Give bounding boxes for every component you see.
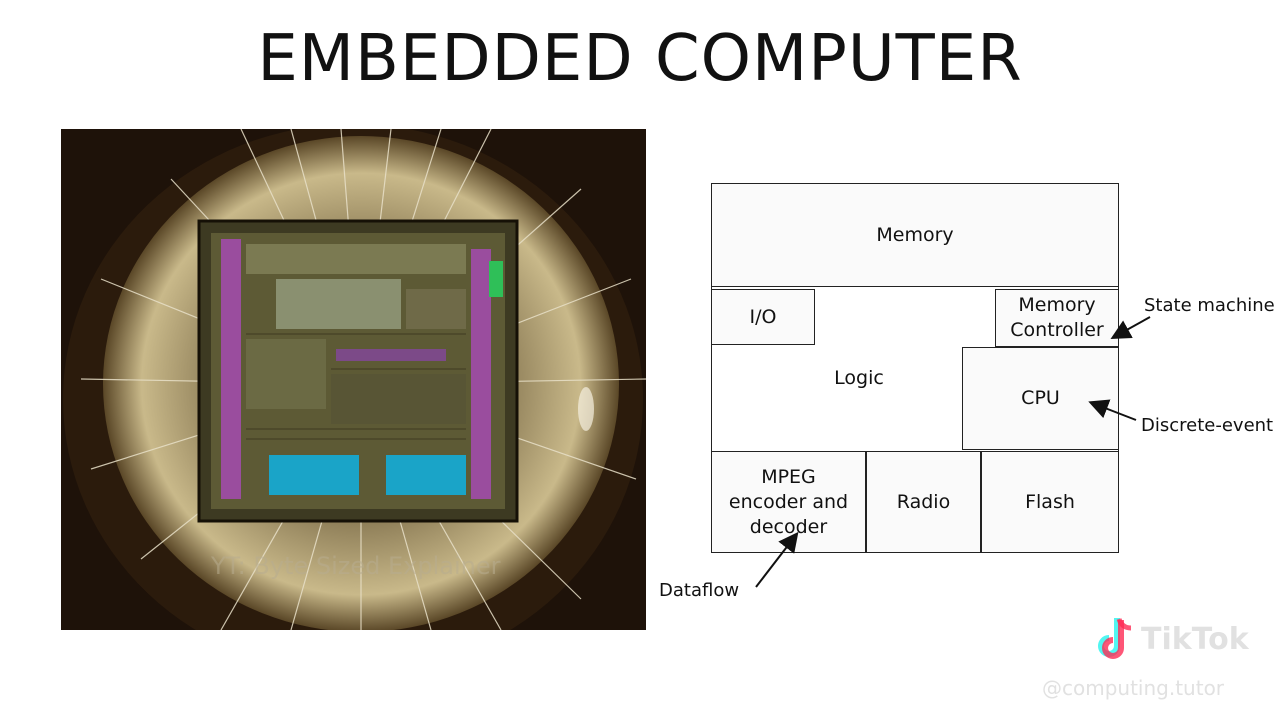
discrete-event-label: Discrete-event <box>1141 415 1274 436</box>
io-block: I/O <box>711 289 815 345</box>
radio-label: Radio <box>896 490 951 513</box>
logic-label: Logic <box>834 366 884 389</box>
embedded-system-block-diagram: Memory I/O Memory Controller Logic CPU M… <box>659 175 1280 605</box>
tiktok-brand: TikTok <box>1141 621 1249 657</box>
mpeg-label-2: encoder and <box>728 490 849 513</box>
creator-handle: @computing.tutor <box>1042 676 1225 700</box>
memory-controller-label-2: Controller <box>1010 319 1104 341</box>
io-label: I/O <box>749 305 777 328</box>
dataflow-label: Dataflow <box>659 580 740 601</box>
tiktok-watermark: TikTok <box>1095 614 1249 664</box>
memory-controller-block: Memory Controller <box>995 289 1119 347</box>
annotation-arrows <box>755 316 1151 588</box>
mpeg-label-3: decoder <box>749 515 828 538</box>
logic-region-frame <box>711 287 1119 452</box>
discrete-event-arrow <box>1088 399 1137 421</box>
tiktok-note-icon <box>1098 618 1132 659</box>
memory-label: Memory <box>876 223 954 246</box>
flash-label: Flash <box>1025 490 1075 513</box>
cpu-label: CPU <box>1021 387 1060 409</box>
chip-die-illustration: YT: Byte Sized Explainer <box>61 129 646 630</box>
logic-block: Logic <box>711 345 963 451</box>
photo-watermark: YT: Byte Sized Explainer <box>210 552 501 580</box>
cpu-block: CPU <box>962 347 1119 450</box>
page-title: EMBEDDED COMPUTER <box>257 22 1023 96</box>
radio-block: Radio <box>866 451 981 553</box>
flash-block: Flash <box>981 451 1119 553</box>
memory-block: Memory <box>711 183 1119 287</box>
mpeg-label-1: MPEG <box>761 465 816 488</box>
memory-controller-label-1: Memory <box>1018 294 1096 316</box>
state-machine-arrow <box>1110 316 1151 339</box>
state-machine-label: State machine <box>1144 295 1275 316</box>
chip-photo: YT: Byte Sized Explainer <box>61 129 646 630</box>
dataflow-arrow <box>755 531 799 588</box>
